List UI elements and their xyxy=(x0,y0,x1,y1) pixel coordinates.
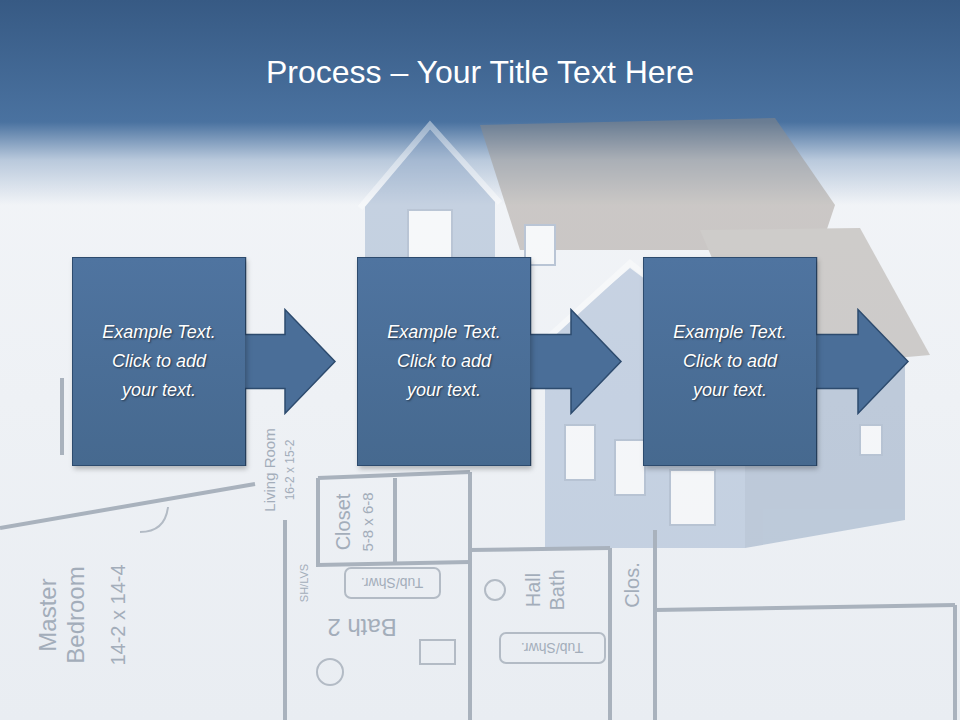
process-box: Example Text. Click to add your text. xyxy=(357,257,530,466)
flow-arrow xyxy=(242,257,335,466)
process-text: Example Text. Click to add your text. xyxy=(382,318,506,405)
arrow-body xyxy=(527,310,621,414)
slide-title: Process – Your Title Text Here xyxy=(0,52,960,92)
floor-plan-label: Living Room xyxy=(261,425,279,515)
floor-plan-label: Master Bedroom xyxy=(34,560,90,670)
final-arrow xyxy=(813,257,908,466)
floor-plan-label: 5-8 x 6-8 xyxy=(359,487,377,557)
process-text: Example Text. Click to add your text. xyxy=(97,318,221,405)
process-text: Example Text. Click to add your text. xyxy=(668,318,792,405)
floor-plan-label: Clos. xyxy=(621,555,643,615)
process-box: Example Text. Click to add your text. xyxy=(72,257,245,466)
floor-plan-label: SH/LVS xyxy=(297,561,309,606)
arrow-body xyxy=(242,310,335,414)
floor-plan-label: Bath 2 xyxy=(317,613,407,641)
process-box: Example Text. Click to add your text. xyxy=(643,257,816,466)
floor-plan-label: Tub/Shwr. xyxy=(516,639,588,657)
floor-plan-label: Tub/Shwr. xyxy=(356,574,428,592)
floor-plan-label: 16-2 x 15-2 xyxy=(282,433,296,508)
floor-plan-label: Hall Bath xyxy=(521,560,569,620)
house xyxy=(360,118,930,548)
floor-plan-label: Closet xyxy=(332,487,354,557)
header-band xyxy=(0,0,960,205)
floor-plan-label: 14-2 x 14-4 xyxy=(106,555,130,675)
flow-arrow xyxy=(527,257,621,466)
